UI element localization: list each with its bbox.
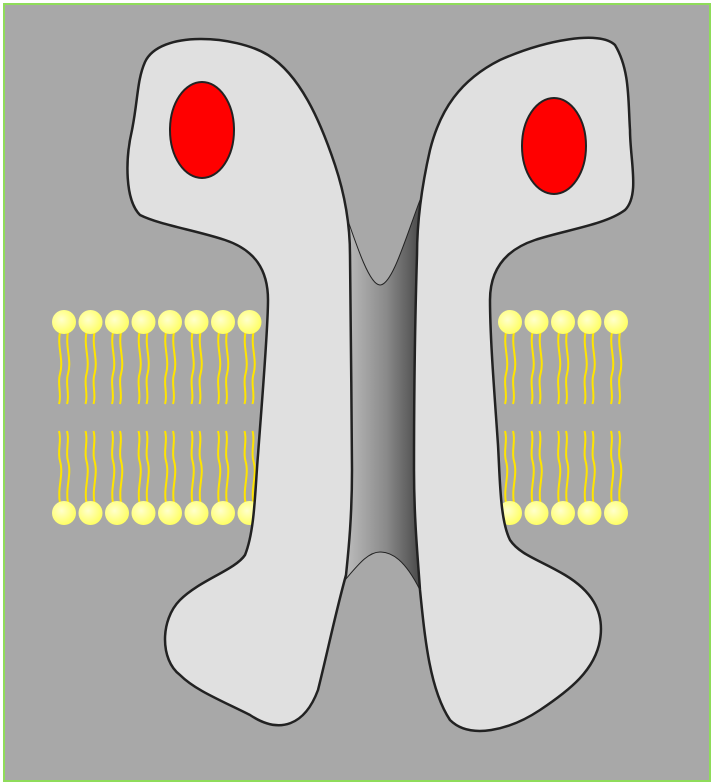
binding-site-left: [170, 82, 234, 178]
binding-site-right: [522, 98, 586, 194]
lipid-head-outer: [132, 310, 156, 334]
lipid-head-inner: [158, 501, 182, 525]
lipid-head-inner: [52, 501, 76, 525]
lipid-head-inner: [578, 501, 602, 525]
lipid-head-inner: [105, 501, 129, 525]
lipid-head-outer: [79, 310, 103, 334]
lipid-head-outer: [551, 310, 575, 334]
lipid-head-inner: [79, 501, 103, 525]
lipid-head-inner: [211, 501, 235, 525]
lipid-head-outer: [211, 310, 235, 334]
lipid-head-outer: [525, 310, 549, 334]
lipid-head-outer: [498, 310, 522, 334]
lipid-head-outer: [52, 310, 76, 334]
lipid-head-outer: [105, 310, 129, 334]
lipid-head-outer: [604, 310, 628, 334]
lipid-head-outer: [185, 310, 209, 334]
lipid-head-inner: [525, 501, 549, 525]
lipid-head-outer: [238, 310, 262, 334]
lipid-head-inner: [132, 501, 156, 525]
lipid-head-outer: [158, 310, 182, 334]
lipid-head-outer: [578, 310, 602, 334]
lipid-head-inner: [604, 501, 628, 525]
lipid-head-inner: [185, 501, 209, 525]
lipid-head-inner: [551, 501, 575, 525]
